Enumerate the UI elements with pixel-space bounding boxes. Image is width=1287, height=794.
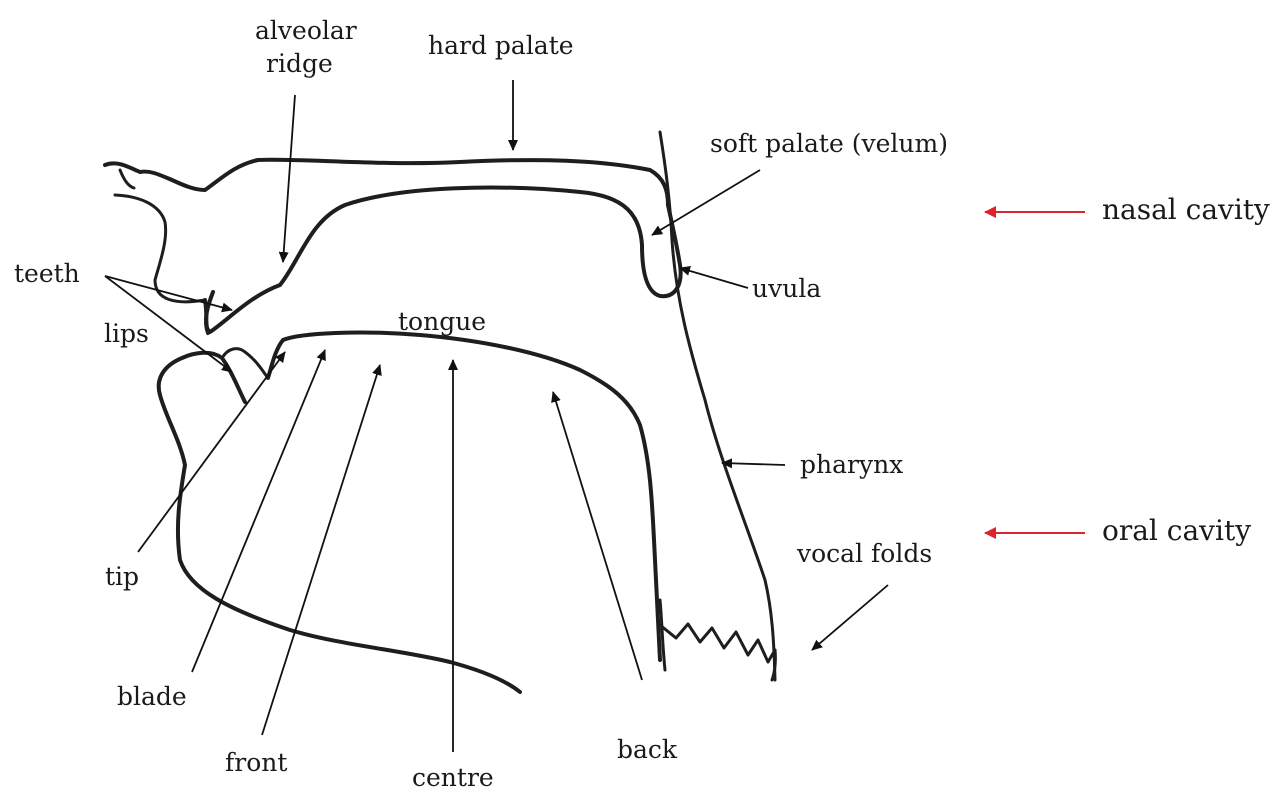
blade-arrow bbox=[192, 350, 325, 672]
anatomy-outline bbox=[105, 132, 775, 692]
label-alveolar: alveolar bbox=[255, 16, 357, 45]
label-tip: tip bbox=[105, 562, 139, 591]
pointer-arrows bbox=[105, 80, 1085, 752]
label-vocal-folds: vocal folds bbox=[796, 539, 932, 568]
vocal-folds-zigzag bbox=[660, 624, 775, 662]
label-teeth: teeth bbox=[14, 259, 80, 288]
label-ridge: ridge bbox=[266, 49, 333, 78]
label-front: front bbox=[225, 748, 287, 777]
alveolar-ridge-arrow bbox=[283, 95, 295, 262]
pharynx-back-wall bbox=[660, 132, 775, 680]
label-tongue: tongue bbox=[398, 307, 486, 336]
pharynx-arrow bbox=[722, 463, 785, 465]
back-arrow bbox=[553, 392, 642, 680]
lower-lip-detail bbox=[222, 349, 268, 378]
label-uvula: uvula bbox=[752, 274, 821, 303]
lower-lip-jaw bbox=[159, 353, 520, 692]
labels: alveolar ridge hard palate soft palate (… bbox=[14, 16, 1270, 792]
label-soft-palate: soft palate (velum) bbox=[710, 129, 948, 158]
label-centre: centre bbox=[412, 763, 494, 792]
tongue-surface bbox=[268, 333, 660, 660]
label-oral-cavity: oral cavity bbox=[1102, 514, 1251, 547]
label-nasal-cavity: nasal cavity bbox=[1102, 193, 1270, 226]
label-pharynx: pharynx bbox=[800, 450, 903, 479]
upper-tooth bbox=[206, 292, 213, 333]
label-hard-palate: hard palate bbox=[428, 31, 574, 60]
upper-head-outline bbox=[105, 160, 668, 205]
front-arrow bbox=[262, 365, 380, 735]
label-blade: blade bbox=[117, 682, 187, 711]
label-back: back bbox=[617, 735, 678, 764]
vocal-folds-arrow bbox=[812, 585, 888, 650]
uvula-arrow bbox=[680, 268, 748, 288]
label-lips: lips bbox=[104, 319, 149, 348]
